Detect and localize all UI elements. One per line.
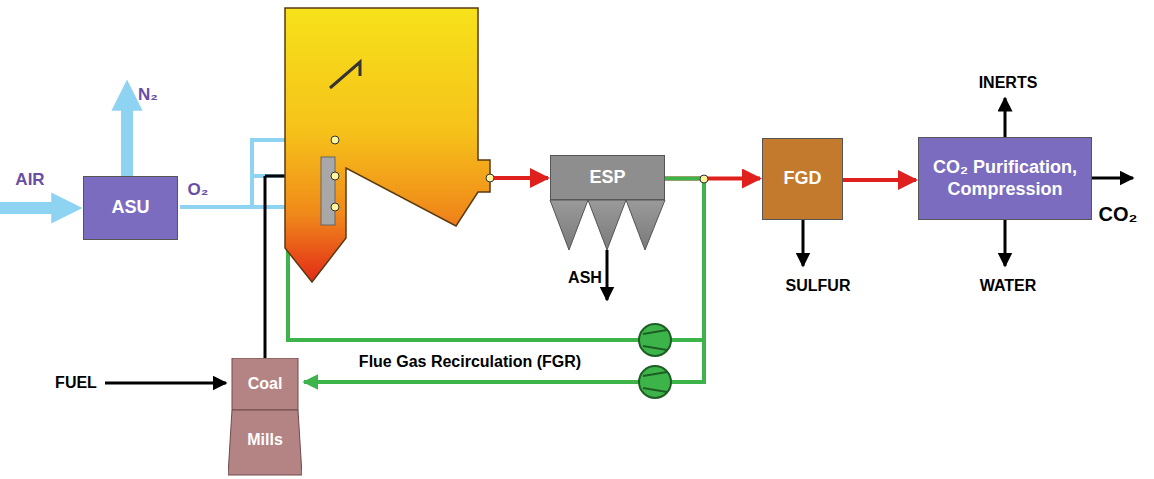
sulfur-arrow bbox=[802, 220, 805, 266]
process-box: CO₂ Purification, Compression bbox=[918, 137, 1092, 220]
burner-port bbox=[331, 172, 339, 180]
loop-label: Flue Gas Recirculation (FGR) bbox=[359, 353, 581, 371]
air-arrow bbox=[0, 202, 70, 214]
burner-port bbox=[331, 203, 339, 211]
output-label: WATER bbox=[980, 277, 1037, 295]
flue-gas-line bbox=[494, 176, 548, 180]
output-label: ASH bbox=[568, 269, 602, 287]
fuel-feed-line bbox=[264, 176, 267, 358]
node-text: ESP bbox=[583, 167, 631, 189]
coal-mill: CoalMills bbox=[228, 358, 302, 476]
fan-symbol bbox=[639, 324, 671, 356]
output-label: INERTS bbox=[979, 74, 1038, 92]
ash-arrow bbox=[606, 250, 609, 300]
inerts-arrow bbox=[1004, 98, 1007, 137]
burner-block bbox=[321, 157, 335, 225]
input-label: FUEL bbox=[55, 374, 97, 392]
stream-label: N₂ bbox=[138, 85, 158, 105]
burner-port bbox=[331, 136, 339, 144]
node-text: CO₂ Purification, Compression bbox=[919, 157, 1091, 200]
fuel-arrow bbox=[105, 382, 226, 385]
esp-hoppers bbox=[550, 200, 665, 250]
process-box: FGD bbox=[762, 138, 843, 220]
flow-connector bbox=[304, 179, 704, 383]
node-text: FGD bbox=[778, 168, 828, 190]
output-label: SULFUR bbox=[786, 277, 851, 295]
water-arrow bbox=[1004, 220, 1007, 266]
boiler-nose bbox=[330, 62, 360, 88]
boiler bbox=[285, 8, 490, 282]
node-text: Coal bbox=[228, 374, 302, 393]
boiler-outlet bbox=[486, 174, 494, 182]
output-label: CO₂ bbox=[1099, 203, 1138, 226]
co2-arrow bbox=[1090, 177, 1133, 180]
recirculation-line bbox=[288, 180, 704, 340]
junction-dot bbox=[700, 175, 708, 183]
process-box: ESP bbox=[550, 155, 665, 200]
nitrogen-arrow bbox=[121, 92, 133, 176]
stream-label: O₂ bbox=[188, 180, 209, 200]
node-text: ASU bbox=[105, 197, 155, 219]
flow-connector bbox=[843, 178, 916, 182]
node-text: Mills bbox=[228, 430, 302, 449]
fan-symbol bbox=[639, 366, 671, 398]
mill-body bbox=[228, 410, 302, 475]
process-box: ASU bbox=[83, 176, 178, 240]
stream-label: AIR bbox=[15, 170, 44, 190]
